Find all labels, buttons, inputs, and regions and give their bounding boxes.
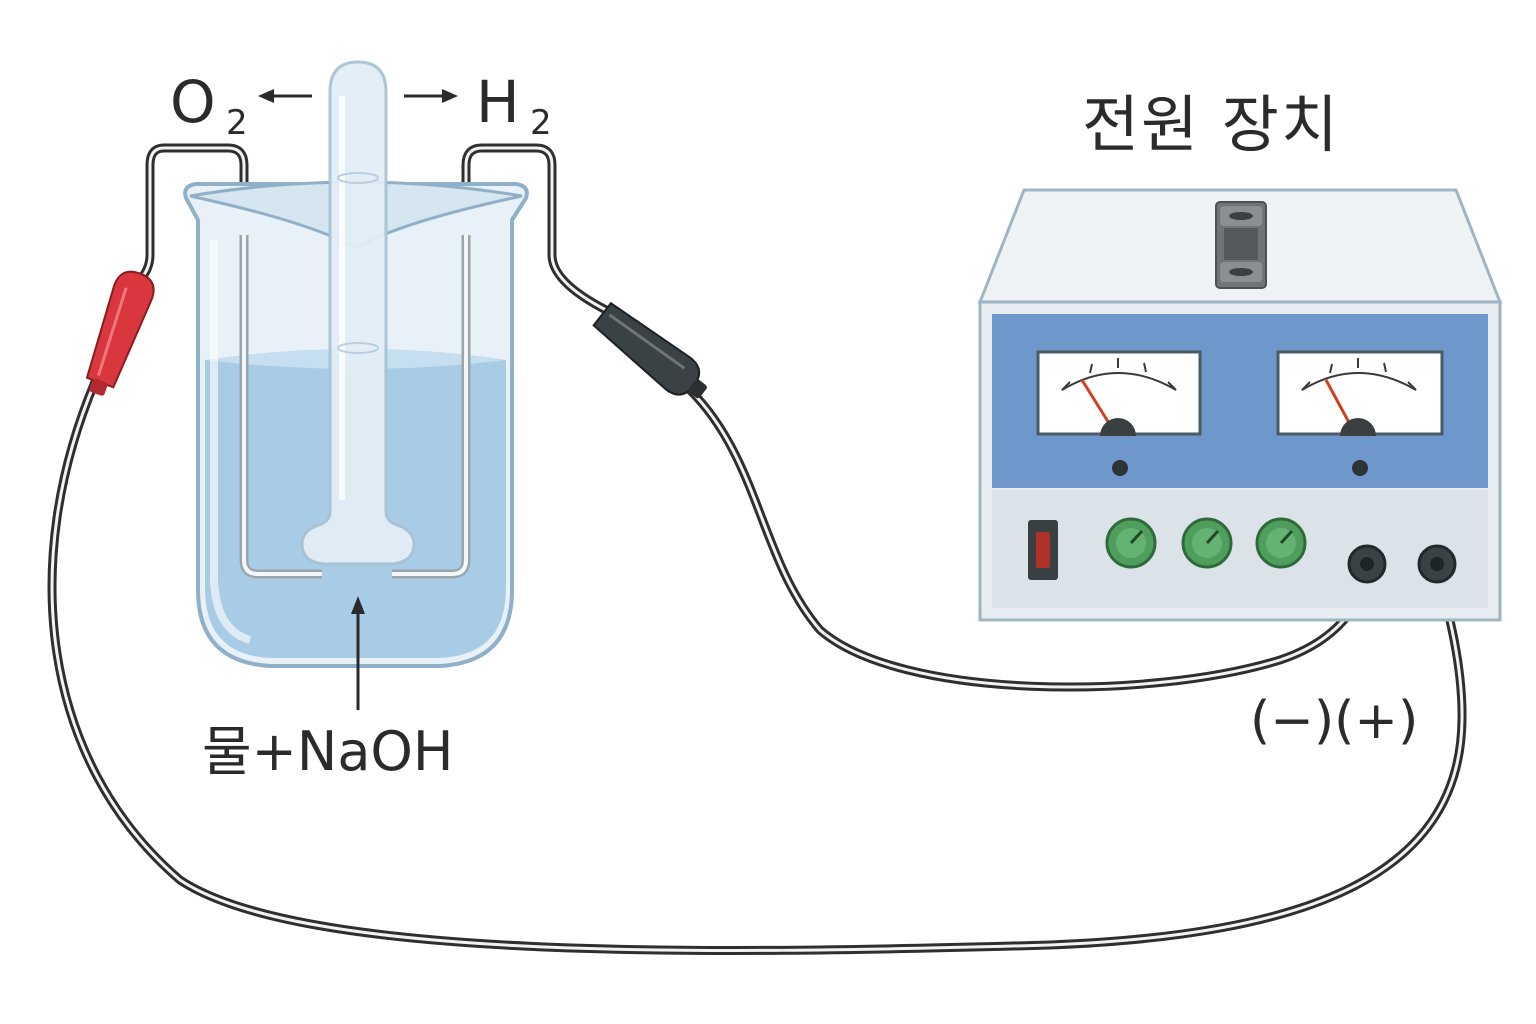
meter-left [1036, 350, 1202, 476]
gas-labels: O 2 H 2 [170, 68, 552, 143]
hydrogen-label: H [476, 68, 520, 136]
knob-1[interactable] [1105, 517, 1157, 569]
power-supply [977, 188, 1503, 622]
oxygen-subscript: 2 [226, 103, 248, 143]
knob-3[interactable] [1255, 517, 1307, 569]
oxygen-label: O [170, 68, 216, 136]
meter-right [1276, 350, 1444, 476]
power-supply-label: 전원 장치 [1082, 88, 1340, 161]
terminal-positive[interactable] [1417, 544, 1457, 584]
black-alligator-clip-icon[interactable] [590, 299, 715, 409]
meter-right-needle [1324, 379, 1354, 429]
polarity-label: (−)(+) [1250, 691, 1418, 751]
wires [47, 143, 1467, 955]
power-switch[interactable] [1028, 520, 1058, 580]
test-tube [300, 60, 416, 566]
solution-label: 물+NaOH [202, 720, 454, 783]
meter-left-needle [1080, 379, 1114, 429]
hydrogen-subscript: 2 [530, 103, 552, 143]
red-alligator-clip-icon[interactable] [77, 267, 158, 401]
beaker [183, 60, 529, 710]
terminal-negative[interactable] [1347, 544, 1387, 584]
knob-2[interactable] [1181, 517, 1233, 569]
